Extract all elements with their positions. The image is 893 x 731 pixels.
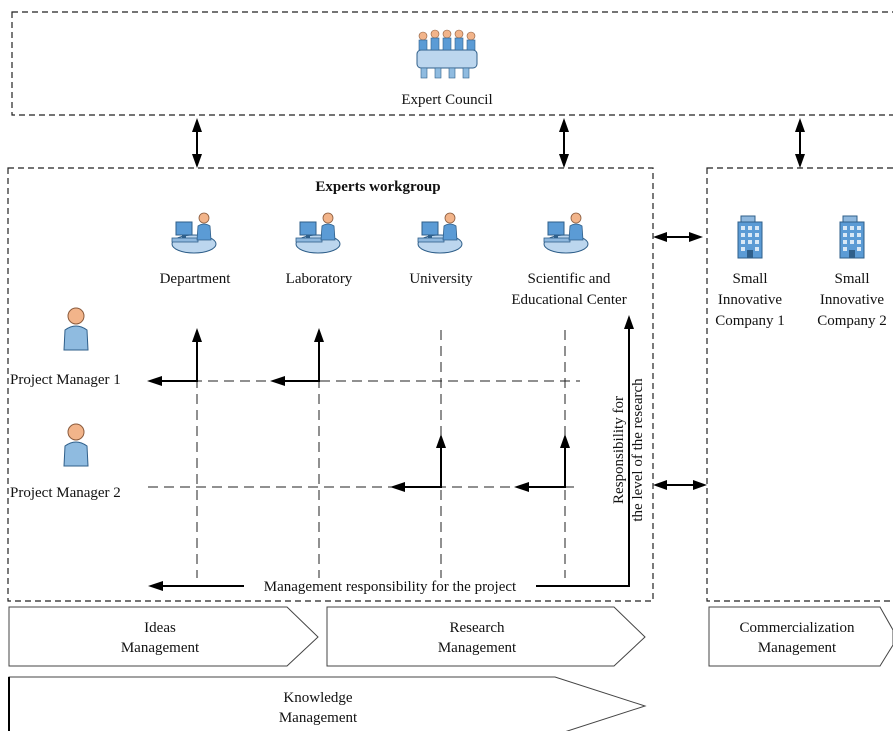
experts-workgroup-box (7, 167, 654, 602)
unit-label-laboratory: Laboratory (286, 271, 353, 287)
unit-label-scientific-2: Educational Center (511, 292, 626, 308)
experts-workgroup-title: Experts workgroup (315, 179, 440, 195)
commercialization-management-banner (708, 606, 893, 667)
project-manager-2-icon (63, 423, 89, 467)
commercialization-management-line-2: Management (758, 640, 837, 656)
ideas-management-line-1: Ideas (144, 620, 176, 636)
university-icon (417, 212, 463, 254)
responsibility-vertical-label-1: Responsibility for (611, 396, 627, 504)
expert-council-label: Expert Council (401, 92, 492, 108)
ideas-management-banner (8, 606, 319, 667)
company-2-line-2: Innovative (820, 292, 884, 308)
management-responsibility-arrow (148, 315, 634, 591)
management-responsibility-label: Management responsibility for the projec… (264, 579, 517, 595)
company-1-line-3: Company 1 (715, 313, 785, 329)
responsibility-vertical-label-2: the level of the research (630, 378, 646, 522)
project-manager-2-label: Project Manager 2 (10, 485, 121, 501)
elbow-arrow-university (390, 434, 446, 492)
elbow-arrow-scientific (514, 434, 570, 492)
company-link-arrow-lower (653, 480, 707, 490)
research-management-banner (326, 606, 646, 667)
council-link-arrow-right (795, 118, 805, 168)
company-2-line-1: Small (834, 271, 869, 287)
council-link-arrow-middle (559, 118, 569, 168)
expert-council-box (11, 11, 893, 116)
department-icon (171, 212, 217, 254)
project-manager-1-label: Project Manager 1 (10, 372, 121, 388)
companies-box (706, 167, 893, 602)
knowledge-management-line-1: Knowledge (283, 690, 352, 706)
project-manager-1-icon (63, 307, 89, 351)
knowledge-management-line-2: Management (279, 710, 358, 726)
company-2-line-3: Company 2 (817, 313, 887, 329)
council-link-arrow-left (192, 118, 202, 168)
company-link-arrow-upper (653, 232, 703, 242)
unit-label-university: University (409, 271, 473, 287)
company-1-building-icon (737, 215, 763, 259)
commercialization-management-line-1: Commercialization (740, 620, 855, 636)
scientific-center-icon (543, 212, 589, 254)
company-1-line-2: Innovative (718, 292, 782, 308)
elbow-arrow-department (147, 328, 202, 386)
company-2-building-icon (839, 215, 865, 259)
company-1-line-1: Small (732, 271, 767, 287)
unit-label-department: Department (160, 271, 232, 287)
unit-label-scientific-1: Scientific and (528, 271, 611, 287)
elbow-arrow-laboratory (270, 328, 324, 386)
ideas-management-line-2: Management (121, 640, 200, 656)
laboratory-icon (295, 212, 341, 254)
meeting-council-icon (416, 29, 478, 79)
research-management-line-2: Management (438, 640, 517, 656)
research-management-line-1: Research (450, 620, 505, 636)
